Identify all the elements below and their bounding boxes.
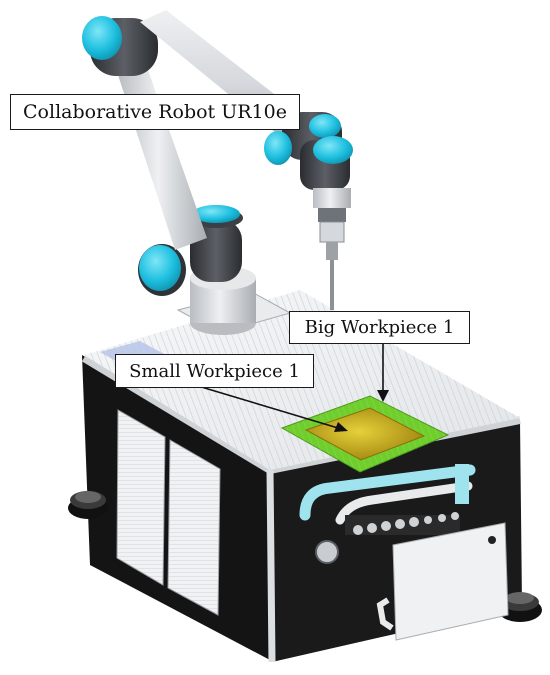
wheel-front-right (498, 592, 542, 622)
door-hook (376, 597, 394, 631)
gear-knob-icon (315, 540, 339, 564)
shoulder-cap (192, 205, 240, 223)
tool-probe (330, 260, 334, 310)
elbow-cap (82, 16, 122, 60)
handle-bracket (455, 464, 469, 504)
small-workpiece (304, 407, 426, 461)
big-workpiece-label: Big Workpiece 1 (289, 311, 470, 344)
workpiece-area (280, 395, 450, 473)
small-workpiece-arrow (197, 385, 339, 429)
side-vent-panel-1 (116, 409, 166, 586)
small-workpiece-label: Small Workpiece 1 (115, 354, 314, 388)
door-latch-icon (488, 536, 496, 544)
shoulder-side-cap (139, 245, 181, 291)
mobile-cart (68, 290, 542, 663)
wrist-cap-3 (313, 136, 353, 164)
wheel-front-left (68, 491, 108, 519)
cart-access-door (392, 522, 509, 641)
big-arrow-head (377, 390, 389, 402)
elbow-joint (82, 16, 158, 76)
wrist-cap-1 (309, 114, 341, 138)
side-vent-panel-2 (167, 439, 221, 616)
callout-arrows (197, 344, 389, 432)
small-arrow-head (334, 422, 348, 432)
cart-handle (299, 464, 476, 525)
control-panel-strip (345, 512, 460, 535)
cart-corner-post (266, 469, 276, 663)
robot-arm (82, 10, 353, 335)
end-effector (313, 188, 351, 310)
wrist-joint-2 (300, 136, 353, 190)
wrist-cap-2 (264, 131, 292, 165)
robot-label: Collaborative Robot UR10e (10, 94, 300, 130)
